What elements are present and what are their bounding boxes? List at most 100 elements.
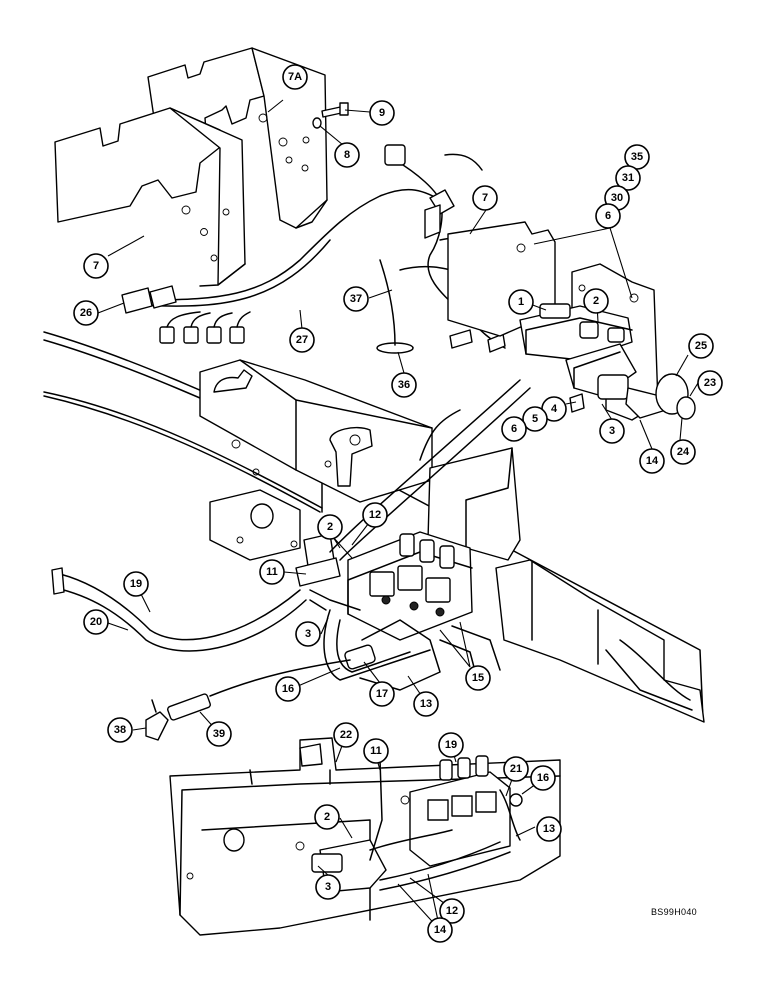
callout-3-mid: 3 [295, 621, 321, 647]
callout-13-lower: 13 [536, 816, 562, 842]
callout-26: 26 [73, 300, 99, 326]
connector-group-26 [121, 285, 251, 344]
callout-24: 24 [670, 439, 696, 465]
svg-text:13: 13 [543, 823, 555, 835]
callout-20: 20 [83, 609, 109, 635]
callout-25: 25 [688, 333, 714, 359]
callout-7a: 7A [282, 64, 308, 90]
callout-5: 5 [522, 406, 548, 432]
svg-text:1: 1 [518, 296, 524, 308]
svg-text:20: 20 [90, 616, 102, 628]
callout-6-lower: 6 [501, 416, 527, 442]
svg-text:15: 15 [472, 672, 484, 684]
callout-38: 38 [107, 717, 133, 743]
callout-22: 22 [333, 722, 359, 748]
svg-text:35: 35 [631, 151, 643, 163]
callout-7-left: 7 [83, 253, 109, 279]
svg-text:6: 6 [605, 210, 611, 222]
svg-text:3: 3 [305, 628, 311, 640]
svg-text:2: 2 [324, 811, 330, 823]
svg-text:9: 9 [379, 107, 385, 119]
svg-text:8: 8 [344, 149, 350, 161]
callout-13-mid: 13 [413, 691, 439, 717]
callout-12-lower: 12 [439, 898, 465, 924]
svg-text:12: 12 [369, 509, 381, 521]
callout-6-upper: 6 [595, 203, 621, 229]
svg-text:27: 27 [296, 334, 308, 346]
svg-text:19: 19 [130, 578, 142, 590]
svg-text:14: 14 [434, 924, 447, 936]
callout-16-mid: 16 [275, 676, 301, 702]
svg-text:22: 22 [340, 729, 352, 741]
callout-19-mid: 19 [123, 571, 149, 597]
svg-text:21: 21 [510, 763, 522, 775]
svg-text:11: 11 [370, 745, 382, 757]
fitting-38 [145, 699, 169, 741]
svg-text:16: 16 [282, 683, 294, 695]
svg-text:12: 12 [446, 905, 458, 917]
svg-text:5: 5 [532, 413, 538, 425]
svg-text:7: 7 [93, 260, 99, 272]
svg-text:6: 6 [511, 423, 517, 435]
callout-31: 31 [615, 165, 641, 191]
svg-text:38: 38 [114, 724, 126, 736]
callout-17: 17 [369, 681, 395, 707]
callout-15: 15 [465, 665, 491, 691]
callout-21: 21 [503, 756, 529, 782]
bolt-9 [321, 102, 349, 118]
hydraulic-tubes-19-20 [51, 567, 307, 652]
callout-8: 8 [334, 142, 360, 168]
svg-text:4: 4 [551, 403, 558, 415]
svg-text:2: 2 [327, 521, 333, 533]
callout-7-upper: 7 [472, 185, 498, 211]
frame-beam [43, 331, 705, 723]
callout-16-lower: 16 [530, 765, 556, 791]
svg-text:19: 19 [445, 739, 457, 751]
hose-39 [167, 659, 351, 721]
callout-3-lower: 3 [315, 874, 341, 900]
bracket-7 [54, 107, 246, 287]
callout-23: 23 [697, 370, 723, 396]
svg-text:26: 26 [80, 307, 92, 319]
svg-text:13: 13 [420, 698, 432, 710]
callout-9: 9 [369, 100, 395, 126]
callout-3-upper: 3 [599, 418, 625, 444]
solenoid-valve-1 [519, 303, 696, 420]
washer-8 [312, 117, 322, 129]
svg-text:11: 11 [266, 566, 278, 578]
callout-14-upper: 14 [639, 448, 665, 474]
svg-text:14: 14 [646, 455, 659, 467]
svg-text:2: 2 [593, 295, 599, 307]
svg-text:17: 17 [376, 688, 388, 700]
svg-text:7A: 7A [288, 71, 302, 83]
svg-text:16: 16 [537, 772, 549, 784]
drawing-code-label: BS99H040 [651, 907, 697, 917]
callout-36: 36 [391, 372, 417, 398]
callout-11-lower: 11 [363, 738, 389, 764]
svg-text:24: 24 [677, 446, 690, 458]
callout-39: 39 [206, 721, 232, 747]
callout-27: 27 [289, 327, 315, 353]
svg-text:36: 36 [398, 379, 410, 391]
svg-text:23: 23 [704, 377, 716, 389]
svg-text:3: 3 [609, 425, 615, 437]
svg-text:39: 39 [213, 728, 225, 740]
callout-2-mid: 2 [317, 514, 343, 540]
svg-text:7: 7 [482, 192, 488, 204]
inset-assembly [169, 737, 561, 936]
callout-1: 1 [508, 289, 534, 315]
callout-12-mid: 12 [362, 502, 388, 528]
svg-text:31: 31 [622, 172, 634, 184]
svg-text:3: 3 [325, 881, 331, 893]
svg-text:37: 37 [350, 293, 362, 305]
callout-11-mid: 11 [259, 559, 285, 585]
callout-14-lower: 14 [427, 917, 453, 943]
control-valve-bank [295, 379, 531, 641]
svg-text:25: 25 [695, 340, 707, 352]
callout-2-lower: 2 [314, 804, 340, 830]
svg-text:30: 30 [611, 192, 623, 204]
callout-37: 37 [343, 286, 369, 312]
callout-2-upper: 2 [583, 288, 609, 314]
callout-19-lower: 19 [438, 732, 464, 758]
